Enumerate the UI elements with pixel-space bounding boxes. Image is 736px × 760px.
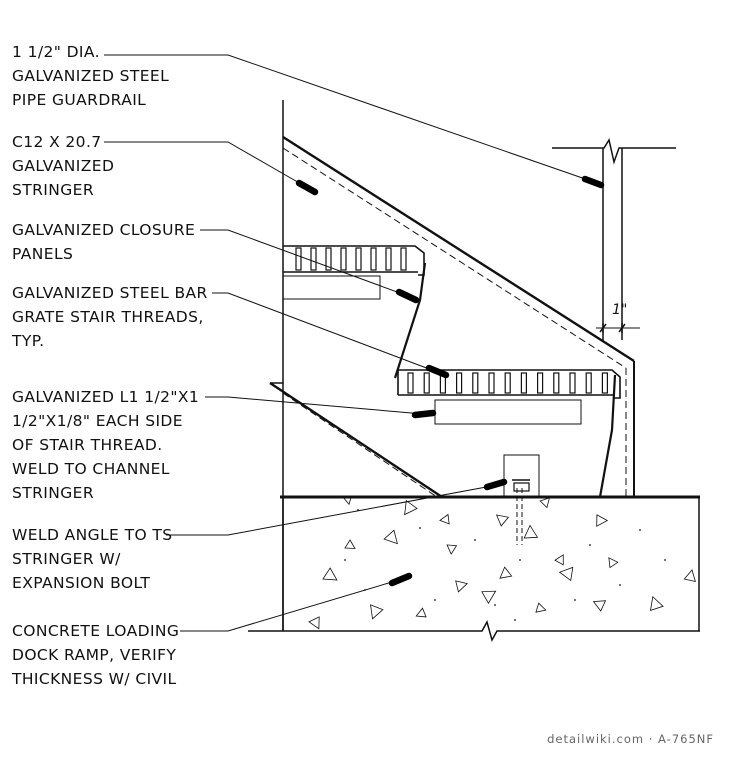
aggregate-dot xyxy=(574,599,576,601)
aggregate-mark xyxy=(322,567,338,581)
footer-credit: detailwiki.com · A-765NF xyxy=(547,732,714,746)
grate-bar xyxy=(340,247,347,271)
aggregate-mark xyxy=(558,566,574,582)
pipe-guardrail xyxy=(552,138,676,342)
aggregate-mark xyxy=(608,557,619,569)
grate-bar xyxy=(325,247,332,271)
grate-bar xyxy=(355,247,362,271)
grate-bar xyxy=(310,247,317,271)
grate-bar xyxy=(520,372,528,394)
leader-lines xyxy=(104,54,595,632)
grate-tread-lower xyxy=(397,369,621,425)
aggregate-dot xyxy=(474,539,476,541)
aggregate-mark xyxy=(370,604,384,620)
angle-and-expansion-bolt xyxy=(503,454,540,545)
grate-bar xyxy=(488,372,495,394)
concrete-slab xyxy=(248,495,700,642)
grate-bar xyxy=(295,247,302,271)
aggregate-dot xyxy=(419,527,421,529)
aggregate-mark xyxy=(535,602,547,613)
grate-bar xyxy=(569,372,576,394)
grate-bar xyxy=(472,372,479,394)
grate-bar xyxy=(456,372,463,394)
aggregate-dot xyxy=(619,584,621,586)
aggregate-mark xyxy=(446,544,458,555)
grate-bar xyxy=(504,372,511,394)
aggregate-mark xyxy=(340,498,353,506)
aggregate-mark xyxy=(649,595,664,611)
aggregate-mark xyxy=(539,498,551,509)
aggregate-mark xyxy=(383,529,398,545)
aggregate-dot xyxy=(434,599,436,601)
aggregate-mark xyxy=(439,513,450,525)
aggregate-mark xyxy=(499,566,513,579)
aggregate-mark xyxy=(495,514,510,527)
aggregate-mark xyxy=(415,607,427,618)
aggregate-mark xyxy=(523,524,539,539)
aggregate-mark xyxy=(308,616,320,630)
dimension-label: 1" xyxy=(612,302,628,318)
aggregate-dot xyxy=(639,529,641,531)
grate-bar xyxy=(536,372,544,394)
aggregate-mark xyxy=(455,580,469,593)
c12-stringer xyxy=(269,135,635,499)
grate-bar xyxy=(385,247,392,271)
aggregate-dot xyxy=(664,559,666,561)
aggregate-dot xyxy=(589,544,591,546)
callout-marks xyxy=(295,175,605,587)
grate-bar xyxy=(407,372,414,394)
grate-bar xyxy=(585,372,592,394)
aggregate-mark xyxy=(481,590,497,604)
aggregate-dot xyxy=(494,604,496,606)
aggregate-dot xyxy=(514,619,516,621)
aggregate-mark xyxy=(344,539,356,549)
grate-bar xyxy=(370,247,377,271)
grate-bar xyxy=(400,247,407,271)
grate-bar xyxy=(553,372,560,394)
aggregate-mark xyxy=(683,569,696,583)
grate-bar xyxy=(423,372,430,394)
aggregate-dot xyxy=(519,559,521,561)
aggregate-mark xyxy=(592,600,607,612)
aggregate-dot xyxy=(344,559,346,561)
grate-bar xyxy=(601,372,609,394)
aggregate-mark xyxy=(554,554,564,566)
aggregate-mark xyxy=(404,500,418,516)
aggregate-mark xyxy=(596,514,609,527)
grate-tread-upper xyxy=(282,245,425,300)
